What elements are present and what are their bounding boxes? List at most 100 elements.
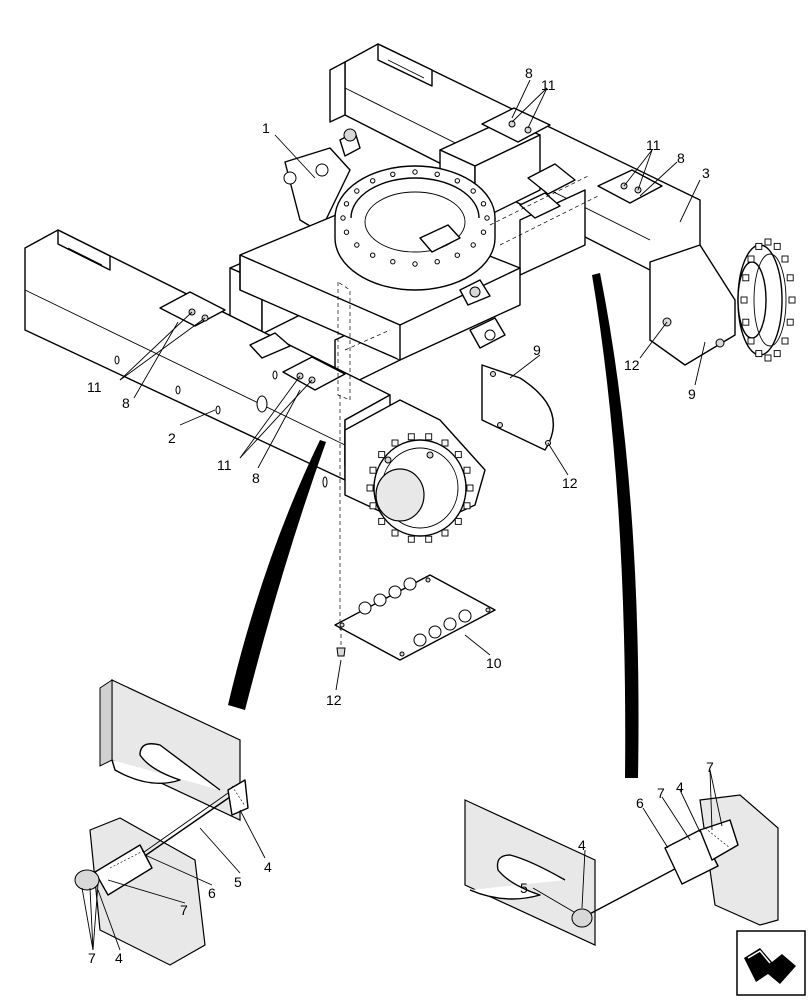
callout-4: 4: [264, 859, 272, 875]
sprocket-tooth: [755, 350, 763, 358]
callout-1: 1: [262, 120, 270, 136]
mounting-pads: [159, 107, 663, 391]
sprocket-tooth: [781, 337, 789, 345]
callout-11: 11: [87, 379, 102, 395]
callout-7: 7: [88, 950, 96, 966]
callout-4: 4: [115, 950, 123, 966]
bearing-bolt-hole: [340, 215, 346, 221]
callout-3: 3: [702, 165, 710, 181]
callout-6: 6: [208, 885, 216, 901]
callout-12: 12: [624, 357, 640, 373]
sprocket-tooth: [773, 242, 781, 250]
bearing-bolt-hole: [434, 171, 440, 178]
sprocket-tooth: [786, 274, 794, 282]
sprocket-tooth: [441, 529, 449, 537]
callout-11: 11: [217, 457, 232, 473]
bearing-bolt-hole: [470, 242, 476, 248]
bearing-bolt-hole: [480, 229, 487, 235]
bearing-bolt-hole: [454, 252, 460, 258]
callout-8: 8: [252, 470, 260, 486]
sprocket-tooth: [788, 296, 796, 304]
sprocket-tooth: [764, 354, 772, 362]
bearing-bolt-hole: [412, 261, 418, 267]
callout-7: 7: [706, 759, 714, 775]
sprocket-tooth: [747, 255, 755, 263]
sprocket-tooth: [407, 535, 415, 543]
sprocket-tooth: [369, 466, 377, 474]
bearing-bolt-hole: [354, 188, 360, 194]
detail-track-adjuster-left: [74, 679, 249, 966]
bearing-bolt-hole: [470, 188, 476, 194]
bearing-bolt-hole: [343, 229, 350, 235]
callout-8: 8: [677, 150, 685, 166]
bearing-bolt-hole: [480, 201, 487, 207]
bearing-bolt-hole: [354, 242, 360, 248]
bearing-bolt-hole: [412, 169, 418, 175]
callout-2: 2: [168, 430, 176, 446]
sprocket-tooth: [773, 350, 781, 358]
bearing-bolt-hole: [370, 252, 376, 258]
bearing-bolt-hole: [390, 259, 396, 265]
sprocket-tooth: [463, 466, 471, 474]
detail-pointers: [228, 273, 639, 778]
bearing-bolt-hole: [390, 171, 396, 178]
detail-track-adjuster-right: [464, 794, 779, 946]
sprocket-tooth: [466, 484, 474, 492]
sprocket-tooth: [369, 502, 377, 510]
cover-plate-left: [481, 364, 554, 451]
sprocket-tooth: [740, 296, 748, 304]
sprocket-tooth: [747, 337, 755, 345]
callout-9: 9: [688, 386, 696, 402]
sprocket-tooth: [425, 535, 433, 543]
left-drive-motor: [344, 399, 486, 537]
callout-5: 5: [234, 874, 242, 890]
callout-11: 11: [646, 137, 661, 153]
callouts: 1 2 3 8 11 11 8 11 8 11 8 9 12 12 9 10 1…: [87, 65, 714, 966]
bearing-bolt-hole: [343, 201, 350, 207]
sprocket-tooth: [463, 502, 471, 510]
sprocket-tooth: [742, 318, 750, 326]
callout-12: 12: [326, 692, 342, 708]
callout-9: 9: [533, 342, 541, 358]
sprocket-tooth: [407, 433, 415, 441]
leader-lines: [81, 79, 723, 951]
callout-11: 11: [541, 77, 556, 93]
callout-4: 4: [676, 779, 684, 795]
bearing-bolt-hole: [484, 215, 490, 221]
sprocket-tooth: [454, 451, 462, 459]
callout-8: 8: [122, 395, 130, 411]
sprocket-tooth: [425, 433, 433, 441]
swing-bearing-ring: [334, 165, 496, 291]
bearing-bolt-hole: [434, 259, 440, 265]
sprocket-tooth: [378, 451, 386, 459]
undercarriage-assembly: [24, 43, 796, 661]
sprocket-tooth: [391, 439, 399, 447]
callout-6: 6: [636, 795, 644, 811]
callout-12: 12: [562, 475, 578, 491]
under-cover-plate: [334, 574, 496, 661]
sprocket-tooth: [781, 255, 789, 263]
sprocket-tooth: [755, 242, 763, 250]
callout-7: 7: [180, 902, 188, 918]
bearing-bolt-holes: [340, 169, 490, 267]
sprocket-tooth: [764, 238, 772, 246]
callout-4: 4: [578, 837, 586, 853]
right-drive-motor: [649, 244, 787, 366]
arrow-nav-icon[interactable]: [736, 930, 806, 996]
hidden-lines: [337, 174, 601, 630]
sprocket-teeth: [366, 238, 796, 543]
callout-5: 5: [520, 880, 528, 896]
bearing-bolt-hole: [454, 178, 460, 184]
sprocket-tooth: [441, 439, 449, 447]
callout-10: 10: [486, 655, 502, 671]
sprocket-tooth: [391, 529, 399, 537]
sprocket-tooth: [454, 517, 462, 525]
sprocket-tooth: [786, 318, 794, 326]
bearing-bolt-hole: [370, 178, 376, 184]
screw-12: [336, 627, 346, 657]
callout-8: 8: [525, 65, 533, 81]
callout-7: 7: [657, 785, 665, 801]
sprocket-tooth: [366, 484, 374, 492]
sprocket-tooth: [378, 517, 386, 525]
